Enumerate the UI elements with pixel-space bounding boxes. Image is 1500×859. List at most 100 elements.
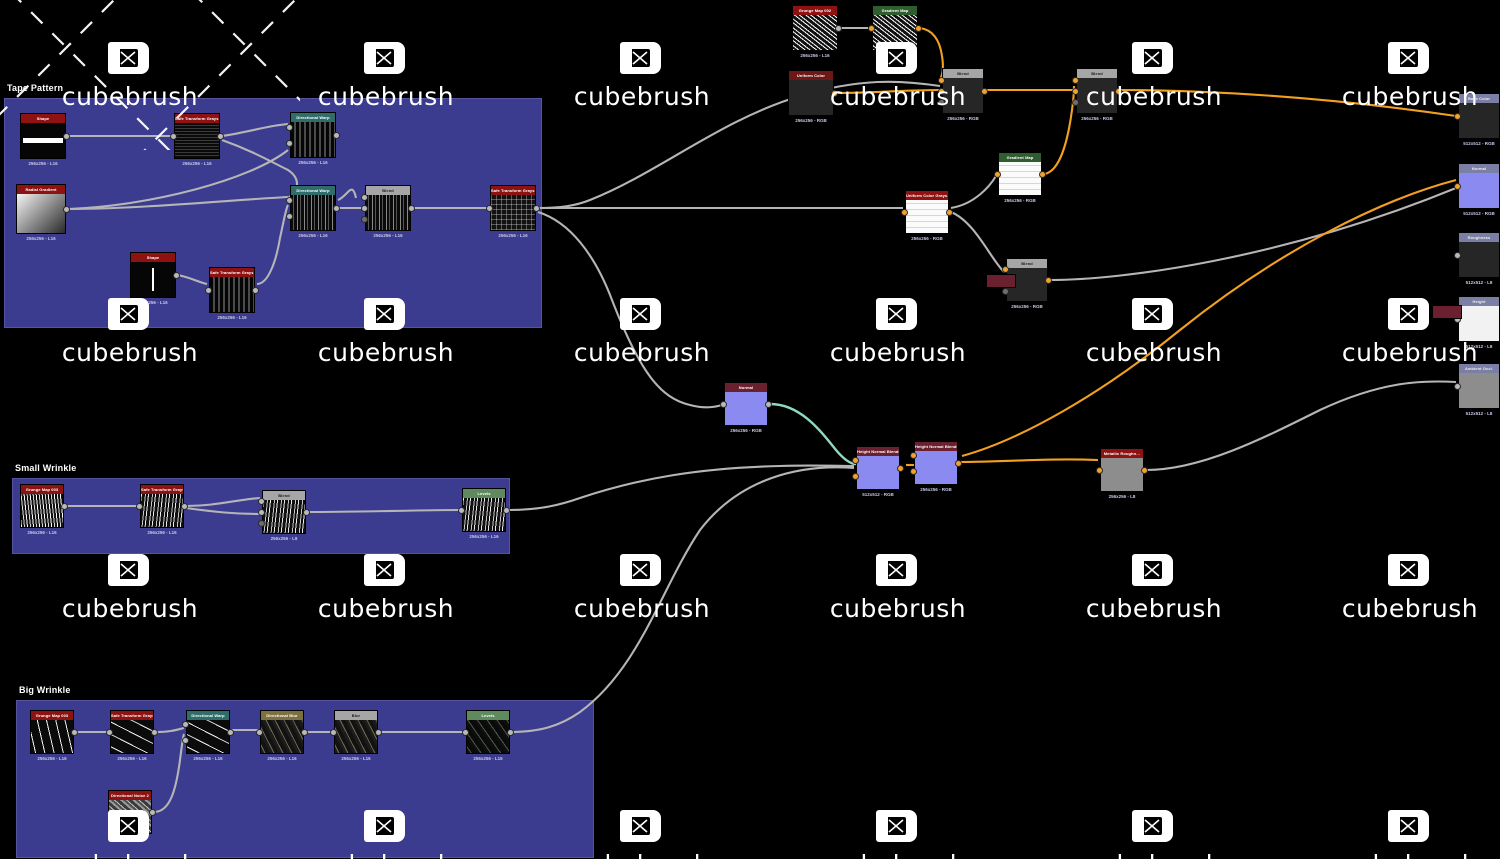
node-input-port[interactable] bbox=[1096, 466, 1103, 474]
node-output-port[interactable] bbox=[61, 502, 68, 510]
node-output-port[interactable] bbox=[173, 271, 180, 279]
node-input-port[interactable] bbox=[1454, 251, 1461, 259]
node-input-port[interactable] bbox=[258, 508, 265, 516]
node-input-port[interactable] bbox=[1072, 87, 1079, 95]
node-input-port[interactable] bbox=[1072, 76, 1079, 84]
node-output-port[interactable] bbox=[533, 204, 540, 212]
node-input-port[interactable] bbox=[458, 506, 465, 514]
node-output-port[interactable] bbox=[507, 728, 514, 736]
node-output-port[interactable] bbox=[1039, 170, 1046, 178]
node-input-port[interactable] bbox=[910, 451, 917, 459]
color-swatch-blend-input[interactable] bbox=[986, 274, 1016, 288]
node-output-port[interactable] bbox=[151, 728, 158, 736]
node-output-port[interactable] bbox=[503, 506, 510, 514]
node-output-port[interactable] bbox=[897, 464, 904, 472]
node-input-port[interactable] bbox=[852, 456, 859, 464]
node-input-port[interactable] bbox=[258, 519, 265, 527]
node-input-port[interactable] bbox=[901, 208, 908, 216]
node-output-port[interactable] bbox=[63, 132, 70, 140]
node-output-port[interactable] bbox=[71, 728, 78, 736]
node-input-port[interactable] bbox=[106, 728, 113, 736]
node-input-port[interactable] bbox=[1454, 112, 1461, 120]
node-input-port[interactable] bbox=[1454, 382, 1461, 390]
node-output-port[interactable] bbox=[955, 459, 962, 467]
node-output-port[interactable] bbox=[375, 728, 382, 736]
node-safe-transform-grayscale-2[interactable]: Safe Transform Grays…256x256 - L16 bbox=[205, 267, 259, 320]
node-input-port[interactable] bbox=[205, 286, 212, 294]
node-input-port[interactable] bbox=[852, 472, 859, 480]
node-output-port[interactable] bbox=[63, 205, 70, 213]
node-output-ambient-occlusion[interactable]: Ambient Occl.512x512 - L8 bbox=[1454, 363, 1500, 416]
node-input-port[interactable] bbox=[330, 728, 337, 736]
node-input-port[interactable] bbox=[938, 98, 945, 106]
node-input-port[interactable] bbox=[170, 132, 177, 140]
node-uniform-color-grayscale-1[interactable]: Uniform Color Grays…256x256 - RGB bbox=[901, 190, 953, 241]
node-input-port[interactable] bbox=[1072, 98, 1079, 106]
node-input-port[interactable] bbox=[720, 400, 727, 408]
node-metallic-roughness-1[interactable]: Metallic Roughn…256x256 - L8 bbox=[1096, 448, 1148, 499]
node-output-port[interactable] bbox=[217, 132, 224, 140]
node-output-port[interactable] bbox=[1045, 276, 1052, 284]
node-output-port[interactable] bbox=[915, 24, 922, 32]
node-input-port[interactable] bbox=[361, 215, 368, 223]
node-input-port[interactable] bbox=[361, 204, 368, 212]
node-safe-transform-grayscale-4[interactable]: Safe Transform Grays…256x256 - L16 bbox=[136, 484, 188, 535]
node-safe-transform-grayscale-1[interactable]: Safe Transform Grays…256x256 - L16 bbox=[170, 113, 224, 166]
node-input-port[interactable] bbox=[938, 76, 945, 84]
node-input-port[interactable] bbox=[286, 212, 293, 220]
node-output-port[interactable] bbox=[301, 728, 308, 736]
node-input-port[interactable] bbox=[361, 193, 368, 201]
node-input-port[interactable] bbox=[136, 502, 143, 510]
node-output-port[interactable] bbox=[149, 808, 156, 816]
node-input-port[interactable] bbox=[910, 467, 917, 475]
node-output-port[interactable] bbox=[227, 728, 234, 736]
node-output-port[interactable] bbox=[333, 204, 340, 212]
node-input-port[interactable] bbox=[938, 87, 945, 95]
node-input-port[interactable] bbox=[486, 204, 493, 212]
node-output-port[interactable] bbox=[946, 208, 953, 216]
node-output-port[interactable] bbox=[835, 24, 842, 32]
node-output-port[interactable] bbox=[181, 502, 188, 510]
node-input-port[interactable] bbox=[286, 139, 293, 147]
node-output-port[interactable] bbox=[981, 87, 988, 95]
node-input-port[interactable] bbox=[1002, 265, 1009, 273]
node-input-port[interactable] bbox=[182, 736, 189, 744]
node-output-port[interactable] bbox=[408, 204, 415, 212]
color-swatch-height-input[interactable] bbox=[1432, 305, 1462, 319]
node-safe-transform-grayscale-5[interactable]: Safe Transform Grays…256x256 - L16 bbox=[106, 710, 158, 761]
node-input-port[interactable] bbox=[868, 24, 875, 32]
node-input-port[interactable] bbox=[182, 720, 189, 728]
node-input-port[interactable] bbox=[462, 728, 469, 736]
node-input-port[interactable] bbox=[1454, 182, 1461, 190]
node-safe-transform-grayscale-3[interactable]: Safe Transform Grays…256x256 - L16 bbox=[486, 185, 540, 238]
node-output-port[interactable] bbox=[333, 131, 340, 139]
frame-small[interactable]: Small Wrinkle bbox=[12, 463, 510, 554]
node-input-port[interactable] bbox=[286, 123, 293, 131]
